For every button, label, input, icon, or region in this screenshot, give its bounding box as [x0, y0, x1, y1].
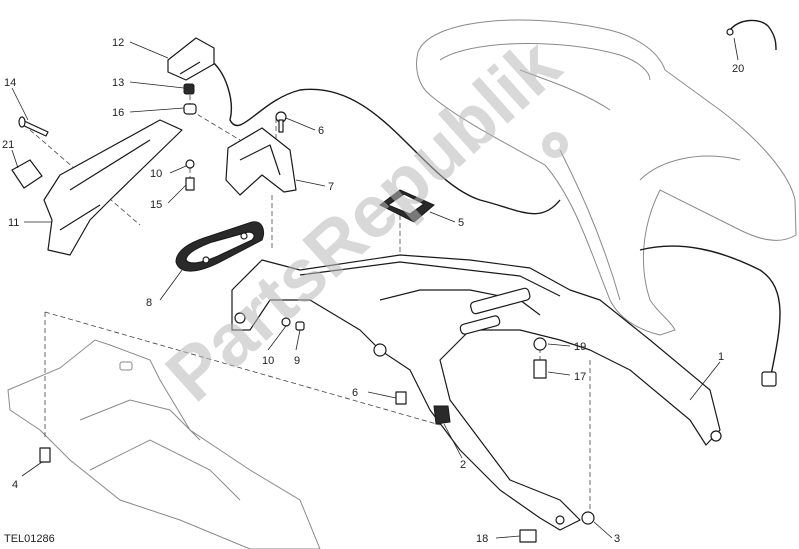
callout-12: 12 — [112, 37, 124, 49]
part-20-cable — [729, 19, 777, 51]
part-8-lens — [175, 221, 265, 272]
part-16-washer — [183, 103, 197, 115]
callout-8: 8 — [146, 297, 152, 309]
callout-11: 11 — [8, 217, 19, 229]
part-13-spacer — [183, 83, 195, 95]
harness-wire — [209, 59, 781, 381]
callout-21: 21 — [2, 139, 14, 151]
part-2-clip-nut — [433, 405, 451, 425]
connector — [761, 371, 777, 387]
part-1-rear-frame — [231, 254, 722, 531]
seat-outline — [416, 19, 797, 336]
part-17-screw — [533, 359, 547, 379]
callout-2: 2 — [460, 459, 466, 471]
part-11-plate-holder — [43, 119, 183, 256]
leader-lines — [11, 37, 739, 539]
part-14-screw — [18, 116, 49, 137]
callout-13: 13 — [112, 77, 124, 89]
under-tray-outline — [7, 339, 321, 549]
callout-6b: 6 — [352, 387, 358, 399]
part-20-end — [726, 28, 734, 36]
part-4-screw — [39, 447, 51, 463]
callout-10a: 10 — [150, 168, 162, 180]
part-21-reflector — [11, 159, 43, 189]
callout-4: 4 — [12, 479, 18, 491]
part-12-plate-light — [167, 37, 215, 81]
callout-15: 15 — [150, 199, 162, 211]
callout-5: 5 — [458, 217, 464, 229]
part-6-screw-top — [275, 111, 287, 133]
callout-14: 14 — [4, 77, 16, 89]
callouts: 1 2 3 4 5 6 6 7 8 9 10 10 11 12 13 14 15… — [2, 37, 744, 545]
watermark-text: PartsRepublik — [150, 22, 576, 417]
callout-10b: 10 — [262, 355, 274, 367]
part-5-grommet — [379, 189, 435, 223]
drawing-code: TEL01286 — [4, 533, 55, 545]
watermark-gear-icon — [542, 132, 568, 158]
callout-6a: 6 — [318, 125, 324, 137]
part-10-nut-top — [185, 159, 195, 169]
callout-3: 3 — [614, 533, 620, 545]
watermark: PartsRepublik — [150, 22, 576, 417]
part-6-screw-lower — [395, 391, 407, 405]
part-18-screw — [519, 529, 537, 543]
callout-9: 9 — [294, 355, 300, 367]
callout-7: 7 — [328, 181, 334, 193]
callout-1: 1 — [718, 351, 724, 363]
part-3-washer — [581, 511, 595, 525]
callout-19: 19 — [574, 341, 586, 353]
callout-20: 20 — [732, 63, 744, 75]
callout-16: 16 — [112, 107, 124, 119]
callout-17: 17 — [574, 371, 586, 383]
part-15-screw — [185, 177, 195, 191]
part-19-washer — [533, 337, 547, 351]
part-7-bracket — [225, 127, 297, 196]
callout-18: 18 — [476, 533, 488, 545]
